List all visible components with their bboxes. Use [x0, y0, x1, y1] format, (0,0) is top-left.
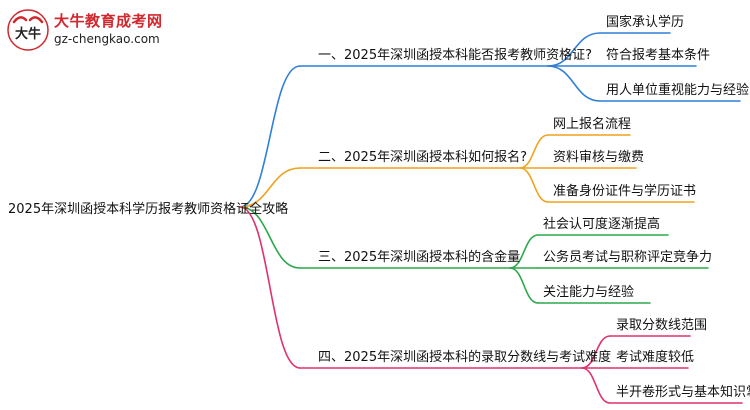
leaf-4-2: 考试难度较低 [616, 350, 695, 365]
leaf-connector [509, 267, 539, 304]
site-logo[interactable]: 大牛 大牛教育成考网 gz-chengkao.com [6, 8, 206, 52]
branch-connector [239, 167, 301, 208]
leaf-2-2: 资料审核与缴费 [553, 150, 645, 165]
leaf-3-2: 公务员考试与职称评定竞争力 [543, 250, 713, 265]
leaf-connector [547, 32, 601, 67]
branch-4-label: 四、2025年深圳函授本科的录取分数线与考试难度 [318, 350, 612, 365]
branch-2-label: 二、2025年深圳函授本科如何报名? [318, 150, 527, 165]
leaf-1-3: 用人单位重视能力与经验 [606, 83, 750, 98]
branch-1-label: 一、2025年深圳函授本科能否报考教师资格证? [318, 48, 592, 63]
leaf-connector [509, 234, 539, 269]
branch-connector [239, 65, 301, 208]
root-topic: 2025年深圳函授本科学历报考教师资格证全攻略 [8, 202, 289, 217]
bull-logo-icon: 大牛 [7, 9, 49, 51]
leaf-1-2: 符合报考基本条件 [606, 48, 711, 63]
leaf-4-3: 半开卷形式与基本知识掌握 [616, 385, 750, 400]
site-url: gz-chengkao.com [54, 32, 160, 46]
branch-3-label: 三、2025年深圳函授本科的含金量 [318, 250, 521, 265]
leaf-connector [581, 367, 611, 404]
leaf-4-1: 录取分数线范围 [616, 318, 708, 333]
leaf-connector [519, 134, 549, 169]
leaf-1-1: 国家承认学历 [606, 15, 685, 30]
leaf-2-1: 网上报名流程 [553, 117, 632, 132]
site-name: 大牛教育成考网 [54, 12, 163, 30]
leaf-connector [547, 65, 601, 102]
leaf-2-3: 准备身份证件与学历证书 [553, 184, 697, 199]
branch-connector [239, 206, 301, 369]
leaf-3-3: 关注能力与经验 [543, 285, 635, 300]
leaf-connector [581, 335, 611, 369]
leaf-3-1: 社会认可度逐渐提高 [543, 217, 661, 232]
leaf-connector [519, 167, 549, 203]
logo-mark-text: 大牛 [15, 26, 41, 42]
branch-connector [239, 206, 301, 269]
